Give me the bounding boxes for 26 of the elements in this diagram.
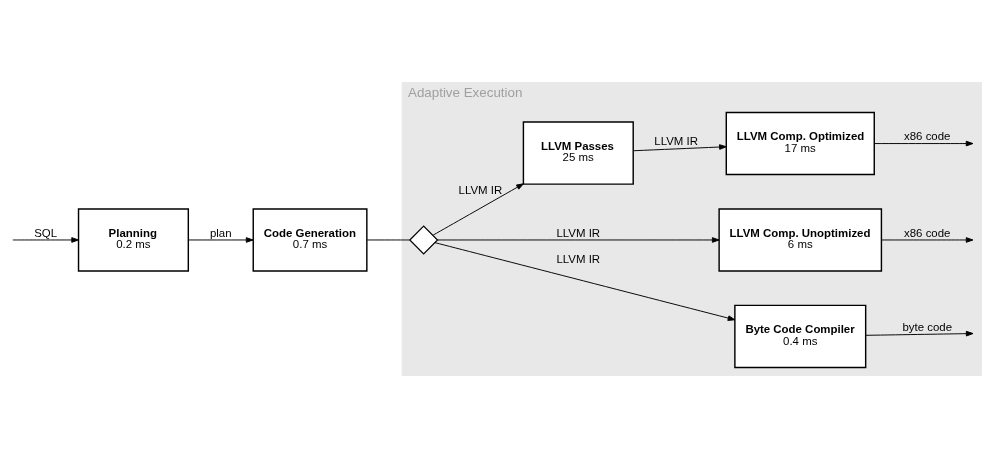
edge-label: LLVM IR — [556, 253, 601, 266]
edge-label: LLVM IR — [654, 135, 698, 148]
node-box: LLVM Comp. Unoptimized 6 ms — [718, 208, 883, 272]
edge-label: plan — [209, 226, 232, 239]
arrow — [437, 237, 720, 243]
edge-label: LLVM IR — [556, 226, 601, 239]
arrow — [432, 183, 524, 236]
arrow — [632, 144, 727, 152]
arrow — [881, 237, 974, 243]
node-box: Code Generation 0.7 ms — [252, 208, 368, 272]
arrow — [865, 330, 974, 337]
edge-label: SQL — [34, 226, 58, 239]
node-box: Planning 0.2 ms — [77, 208, 190, 272]
arrow — [12, 237, 79, 243]
node-box: LLVM Comp. Optimized 17 ms — [725, 111, 875, 176]
edge-label: x86 code — [904, 226, 951, 239]
connector — [366, 239, 410, 241]
arrow — [873, 140, 974, 147]
node-box: Byte Code Compiler 0.4 ms — [734, 304, 867, 369]
arrow — [434, 242, 736, 321]
node-diamond — [408, 225, 439, 255]
node-box: LLVM Passes 25 ms — [522, 121, 634, 185]
edge-label: x86 code — [904, 130, 951, 143]
arrow — [188, 237, 254, 243]
edge-label: LLVM IR — [458, 183, 503, 196]
edge-label: byte code — [902, 321, 953, 334]
